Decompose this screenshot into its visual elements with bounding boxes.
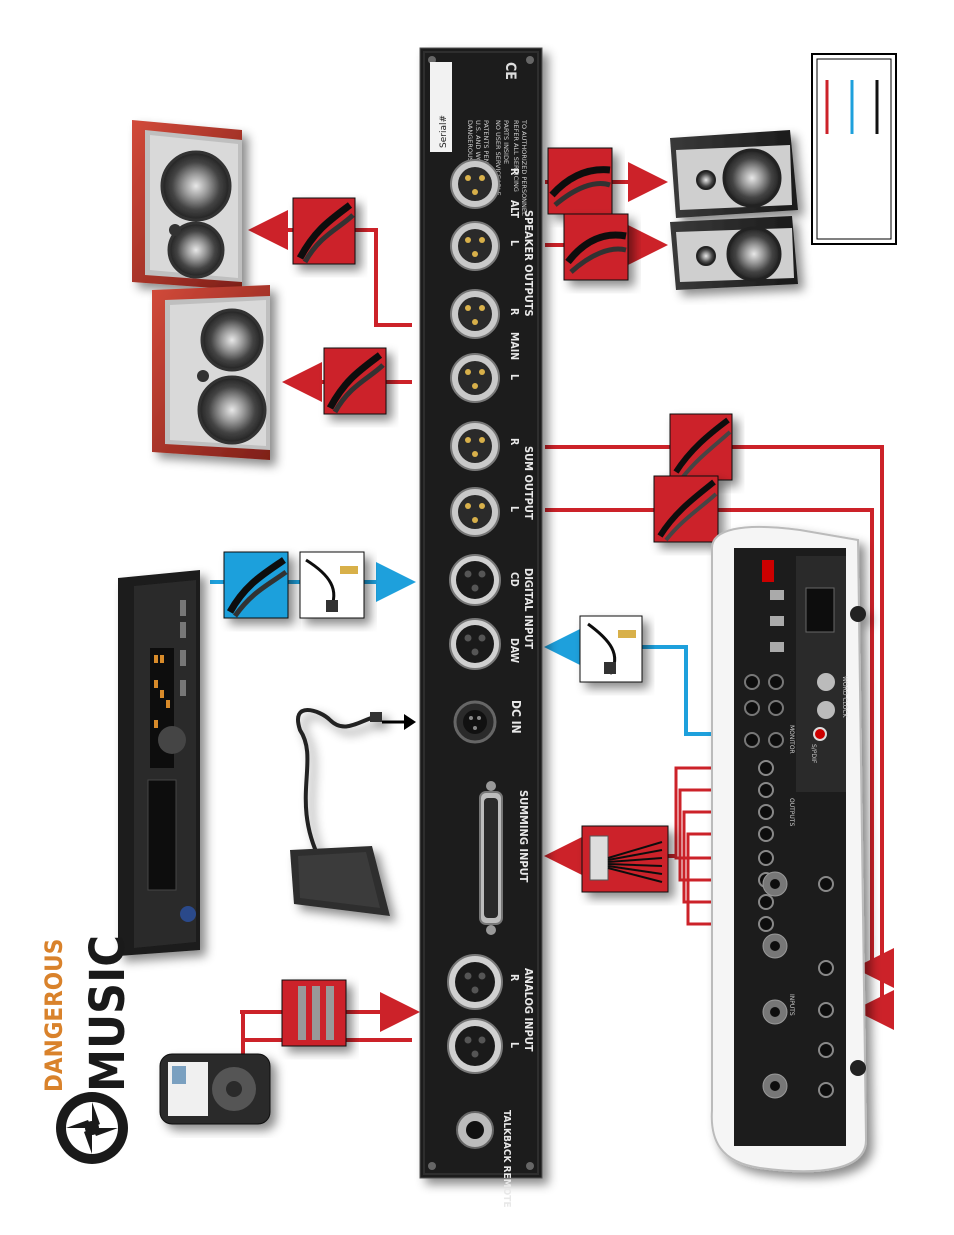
- dc-in-jack[interactable]: [453, 700, 497, 744]
- cable-thumb-main-r: [292, 197, 356, 265]
- info-line: U.S. AND WORLDWIDE: [474, 120, 482, 194]
- tweeter-icon: [696, 170, 716, 190]
- cd-tray: [147, 779, 177, 891]
- label-outputs: OUTPUTS: [788, 798, 795, 826]
- label-main: MAIN: [508, 332, 520, 360]
- brand-line2: MUSIC: [80, 935, 136, 1092]
- info-line: NO USER SERVICEABLE: [494, 120, 502, 196]
- woofer-icon: [160, 150, 232, 222]
- tweeter-icon: [197, 370, 209, 382]
- xlr-main-r[interactable]: [450, 289, 500, 339]
- talkback-jack[interactable]: [456, 1111, 494, 1149]
- interface-combo-inputs: [762, 871, 788, 1099]
- cable-thumb-alt-l: [563, 213, 629, 281]
- dangerous-music-logo: DANGEROUS MUSIC: [40, 935, 136, 1164]
- label-monitor: MONITOR: [788, 725, 795, 754]
- dc-arrow: [382, 714, 416, 730]
- label-alt-l: L: [508, 240, 520, 246]
- spdif-rca-jack[interactable]: [813, 727, 827, 741]
- knob-icon[interactable]: [850, 1060, 866, 1076]
- woofer-icon: [200, 308, 264, 372]
- label-analog-r: R: [508, 974, 520, 982]
- audio-interface: MONITOR OUTPUTS INPUTS WORD CLOCK S/PDIF: [710, 525, 868, 1173]
- cable-thumb-cd-adapter: [299, 551, 365, 619]
- cable-thumb-sum-l: [653, 475, 719, 543]
- label-alt: ALT: [508, 200, 520, 219]
- xlr-output-connectors: [450, 159, 500, 537]
- cable-thumb-alt-r: [547, 147, 613, 215]
- label-summing-input: SUMMING INPUT: [517, 790, 530, 883]
- cable-thumb-db25-snake: [581, 825, 669, 893]
- info-line: TO AUTHORIZED PERSONNEL: [520, 119, 528, 216]
- cable-thumb-analog-xlr: [281, 979, 347, 1047]
- xlr-digital-connectors: [449, 554, 501, 670]
- woofer-icon: [726, 226, 782, 282]
- xlr-sum-l[interactable]: [450, 487, 500, 537]
- woofer-icon: [167, 221, 225, 279]
- ipod: [159, 1053, 271, 1125]
- xlr-analog-r[interactable]: [447, 954, 503, 1010]
- info-line: PARTS INSIDE: [502, 120, 510, 164]
- label-daw: DAW: [508, 638, 520, 664]
- main-speaker-top: [132, 120, 242, 290]
- woofer-icon: [722, 148, 782, 208]
- word-clock-bnc[interactable]: [817, 673, 835, 691]
- xlr-sum-r[interactable]: [450, 421, 500, 471]
- word-clock-bnc[interactable]: [817, 701, 835, 719]
- cable-thumb-daw-spdif: [579, 615, 643, 683]
- main-speaker-bottom: [152, 285, 270, 460]
- power-supply: [290, 708, 390, 916]
- cd-player: [118, 570, 200, 956]
- xlr-alt-r[interactable]: [450, 159, 500, 209]
- label-analog-input: ANALOG INPUT: [522, 968, 535, 1052]
- brand-line1: DANGEROUS: [40, 939, 68, 1092]
- label-speaker-outputs: SPEAKER OUTPUTS: [522, 210, 535, 317]
- power-button-icon: [180, 906, 196, 922]
- label-dc-in: DC IN: [509, 700, 523, 734]
- label-main-r: R: [508, 308, 520, 316]
- jog-wheel-icon: [158, 726, 186, 754]
- tweeter-icon: [169, 224, 181, 236]
- serial-label: Serial#: [439, 115, 449, 148]
- xlr-analog-l[interactable]: [447, 1018, 503, 1074]
- xlr-cd[interactable]: [449, 554, 501, 606]
- label-sum-r: R: [508, 438, 520, 446]
- info-line: REFER ALL SERVICING: [512, 120, 520, 192]
- woofer-icon: [197, 375, 267, 445]
- serial-label-area: Serial#: [430, 62, 452, 152]
- cable-thumb-main-l: [323, 347, 387, 415]
- label-digital-input: DIGITAL INPUT: [522, 568, 535, 649]
- xlr-daw[interactable]: [449, 618, 501, 670]
- label-analog-l: L: [508, 1042, 520, 1048]
- cable-color-legend: [811, 53, 897, 245]
- iec-power-socket: [805, 587, 835, 633]
- info-line: DANGEROUS D-BOX: [466, 120, 474, 185]
- knob-icon[interactable]: [850, 606, 866, 622]
- ce-mark: CE: [502, 62, 518, 80]
- label-main-l: L: [508, 374, 520, 380]
- label-talkback-remote: TALKBACK REMOTE: [501, 1110, 512, 1208]
- power-switch[interactable]: [762, 560, 774, 582]
- cable-thumb-cd-spdif: [223, 551, 289, 619]
- label-cd: CD: [508, 572, 520, 587]
- alt-speaker-bottom: [670, 216, 798, 290]
- alt-speaker-top: [670, 130, 798, 218]
- tweeter-icon: [696, 246, 716, 266]
- db25-summing-input[interactable]: [479, 781, 503, 935]
- label-spdif: S/PDIF: [810, 744, 817, 764]
- label-inputs: INPUTS: [788, 994, 795, 1016]
- info-line: PATENTS PENDING: [482, 120, 490, 180]
- xlr-main-l[interactable]: [450, 353, 500, 403]
- label-alt-r: R: [508, 168, 520, 176]
- cable-thumb-sum-r: [669, 413, 733, 481]
- label-word-clock: WORD CLOCK: [841, 676, 848, 719]
- label-sum-output: SUM OUTPUT: [522, 446, 535, 520]
- xlr-analog-connectors: [447, 954, 503, 1074]
- xlr-alt-l[interactable]: [450, 221, 500, 271]
- label-sum-l: L: [508, 506, 520, 512]
- unit-info-text: DANGEROUS D-BOX U.S. AND WORLDWIDE PATEN…: [466, 119, 528, 216]
